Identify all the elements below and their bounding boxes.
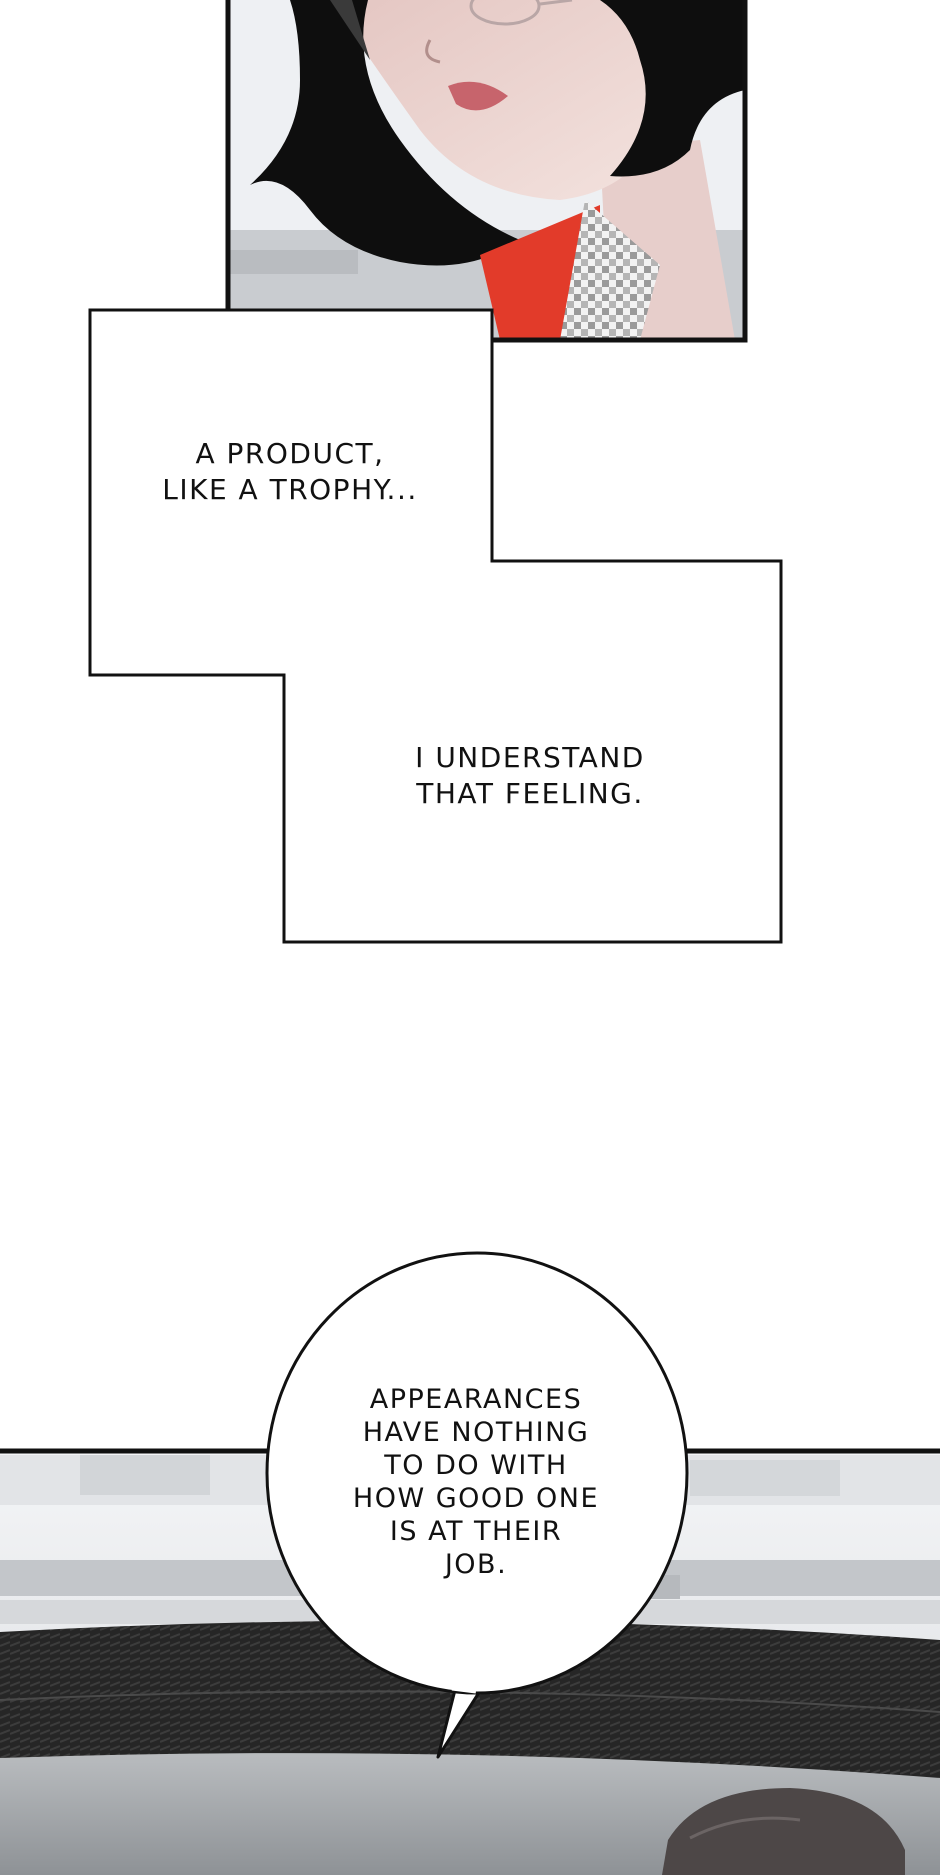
bubble-line-1: APPEARANCES [369,1384,583,1415]
speech-bubble [265,1251,689,1759]
checkered-shirt [560,200,660,340]
man-head [662,1788,905,1875]
bubble-line-2: HAVE NOTHING [362,1417,590,1448]
glasses-icon [469,0,573,26]
hair-right [600,0,745,177]
hair-left [250,0,520,266]
caption-1-line-1: A PRODUCT, [195,437,385,470]
top-panel [225,0,748,343]
speech-bubble-text: APPEARANCES HAVE NOTHING TO DO WITH HOW … [300,1383,652,1581]
lips [448,81,508,111]
bubble-line-5: IS AT THEIR [389,1516,563,1547]
caption-2-line-2: THAT FEELING. [416,777,644,810]
bubble-line-4: HOW GOOD ONE [352,1483,600,1514]
bubble-line-6: JOB. [444,1549,508,1580]
bubble-line-3: TO DO WITH [384,1450,568,1481]
speech-bubble-body [265,1251,689,1695]
caption-box [88,308,783,944]
caption-1-line-2: LIKE A TROPHY... [162,473,418,506]
caption-text-1: A PRODUCT, LIKE A TROPHY... [120,436,460,508]
caption-text-2: I UNDERSTAND THAT FEELING. [360,740,700,812]
caption-2-line-1: I UNDERSTAND [415,741,645,774]
speech-bubble-tail [436,1689,480,1759]
